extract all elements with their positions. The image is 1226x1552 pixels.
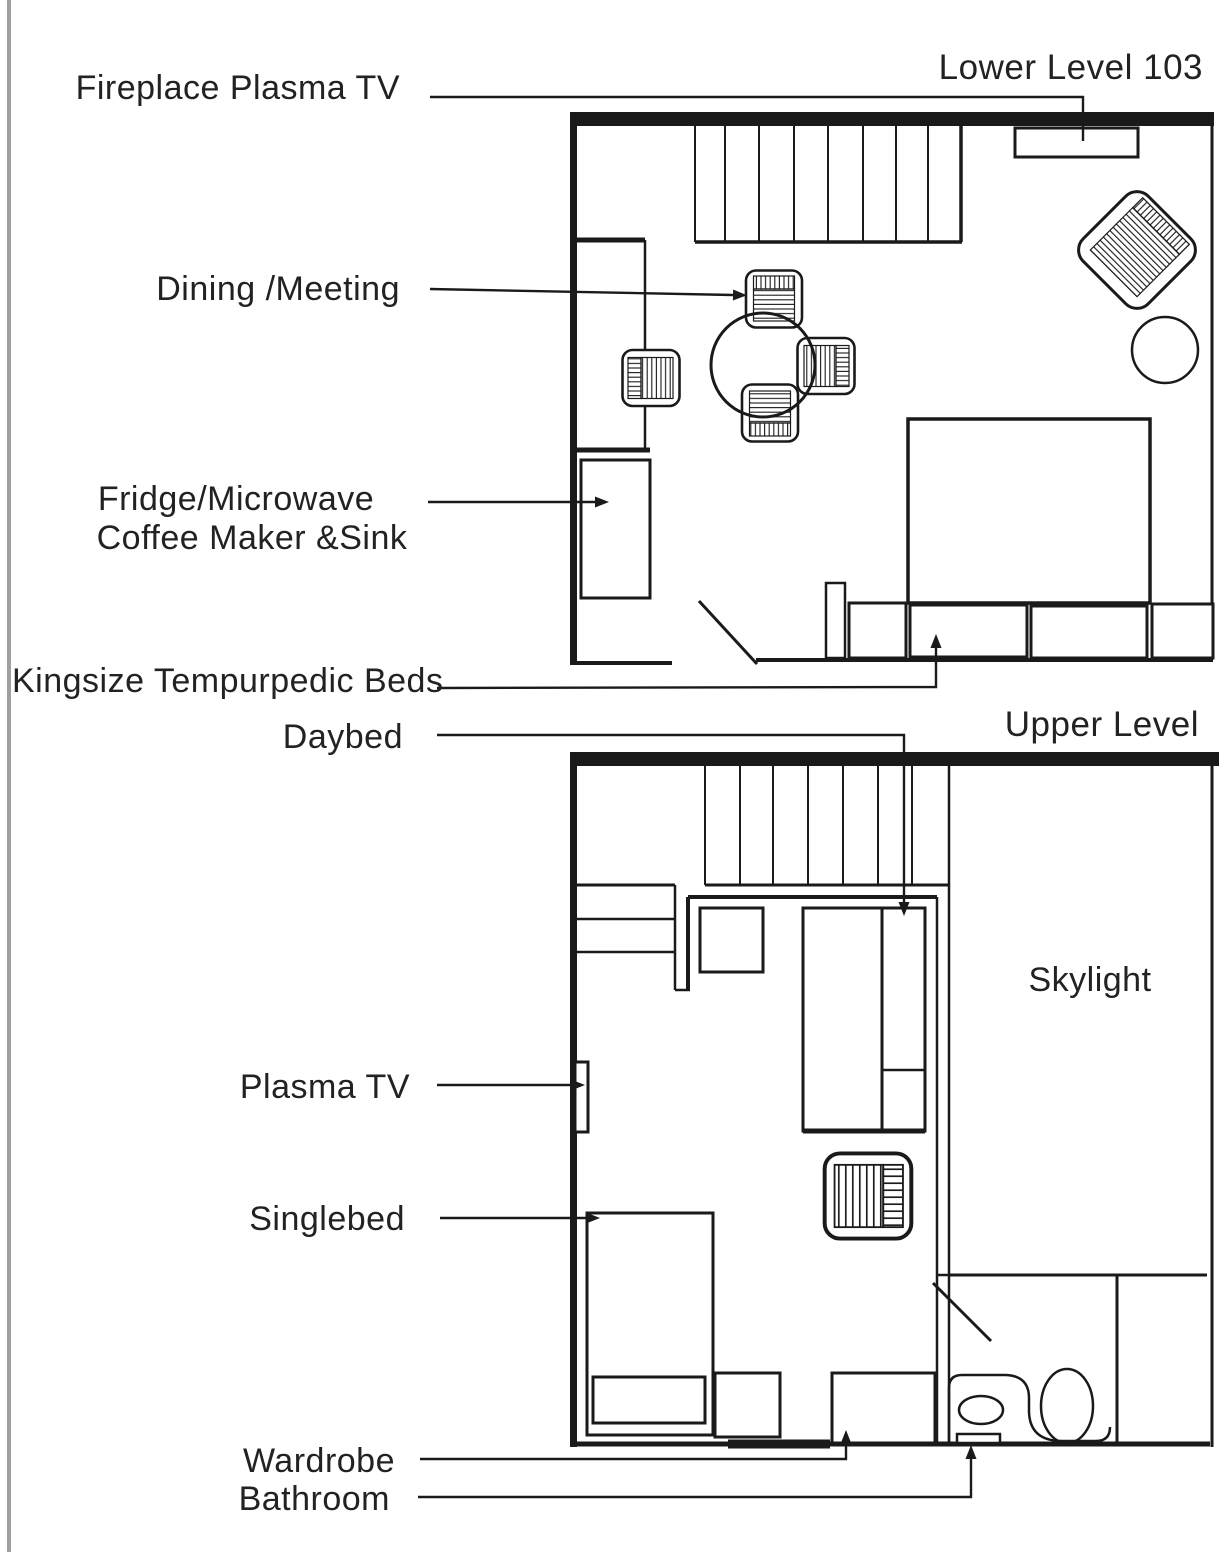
bathroom-label: Bathroom	[239, 1480, 390, 1518]
single-bed	[585, 1211, 715, 1437]
door-jamb-panel	[824, 581, 847, 660]
nightstand-left	[847, 601, 908, 660]
wardrobe-unit	[830, 1371, 937, 1445]
skylight-room-walls	[935, 766, 951, 1443]
upper-level-plan	[570, 752, 1219, 1449]
sink-basin	[957, 1394, 1005, 1426]
plasma-tv-label: Plasma TV	[240, 1068, 410, 1106]
nightstand-right	[1150, 602, 1215, 660]
single-bed-pillow	[591, 1375, 707, 1425]
dining-meeting-label: Dining /Meeting	[156, 270, 400, 308]
bathroom-door-leaf	[931, 1281, 993, 1343]
lounge-armchair	[1077, 190, 1197, 310]
daybed-label: Daybed	[283, 718, 403, 756]
king-bed-pillow-right	[1029, 604, 1149, 660]
wardrobe-arrowhead	[840, 1430, 852, 1444]
upper-staircase	[704, 766, 949, 887]
vanity-counter	[947, 1373, 1112, 1443]
dining-set	[621, 269, 856, 443]
daybed-leader-line	[437, 733, 906, 902]
plasma-tv-arrowhead	[571, 1079, 585, 1091]
dining-chair-left	[621, 348, 681, 408]
plasma-tv-unit	[573, 1060, 590, 1134]
fridge-line1-arrowhead	[595, 496, 609, 508]
daybed-arrowhead	[898, 902, 910, 916]
upper-level-title-label: Upper Level	[1005, 705, 1199, 744]
singlebed-label: Singlebed	[249, 1200, 405, 1238]
daybed-alcove-wall	[686, 895, 937, 990]
lower-nightstand	[713, 1371, 782, 1439]
toilet	[1039, 1367, 1095, 1445]
fireplace-tv-niche	[1013, 126, 1140, 159]
dining-chair-top	[744, 269, 804, 329]
fridge-microwave-unit	[579, 458, 652, 600]
fridge-line1-label: Fridge/Microwave	[98, 480, 374, 518]
lower-staircase	[694, 126, 963, 244]
dining-chair-right	[796, 336, 856, 396]
lower-top-wall	[570, 112, 1214, 126]
entry-door-leaf	[697, 599, 759, 666]
king-bed-pillow-left	[908, 603, 1029, 659]
dining-table	[709, 311, 817, 419]
king-bed	[824, 417, 1215, 660]
upper-armchair	[822, 1151, 914, 1241]
bathroom-threshold	[955, 1432, 1002, 1445]
bathroom-fixtures	[947, 1367, 1112, 1445]
wardrobe-label: Wardrobe	[243, 1442, 395, 1480]
bathroom-walls	[931, 1273, 1207, 1443]
kingsize-beds-arrowhead	[930, 634, 942, 648]
bathroom-arrowhead	[965, 1445, 977, 1459]
lower-left-wall	[570, 126, 577, 665]
wardrobe-leader-line	[420, 1444, 848, 1461]
kitchen-counter	[570, 237, 650, 453]
singlebed-arrowhead	[586, 1212, 600, 1224]
fireplace-plasma-tv-leader-line	[430, 95, 1085, 141]
corner-shelving	[573, 883, 690, 992]
fridge-line2-label: Coffee Maker &Sink	[97, 519, 408, 557]
fireplace-plasma-tv-label: Fireplace Plasma TV	[76, 69, 400, 107]
lower-level-plan	[570, 112, 1215, 666]
upper-nightstand	[698, 906, 765, 974]
lower-level-title-label: Lower Level 103	[939, 48, 1203, 87]
daybed-furniture	[801, 906, 927, 1134]
kingsize-beds-leader-line	[436, 648, 938, 690]
side-table	[1130, 315, 1200, 385]
dining-chair-bottom	[740, 383, 800, 443]
dining-meeting-arrowhead	[732, 289, 747, 301]
dining-meeting-leader-line	[429, 287, 734, 297]
bathroom-leader-line	[418, 1459, 973, 1499]
skylight-label: Skylight	[1028, 961, 1151, 999]
upper-top-wall	[570, 752, 1219, 766]
kingsize-beds-label: Kingsize Tempurpedic Beds	[12, 662, 443, 700]
